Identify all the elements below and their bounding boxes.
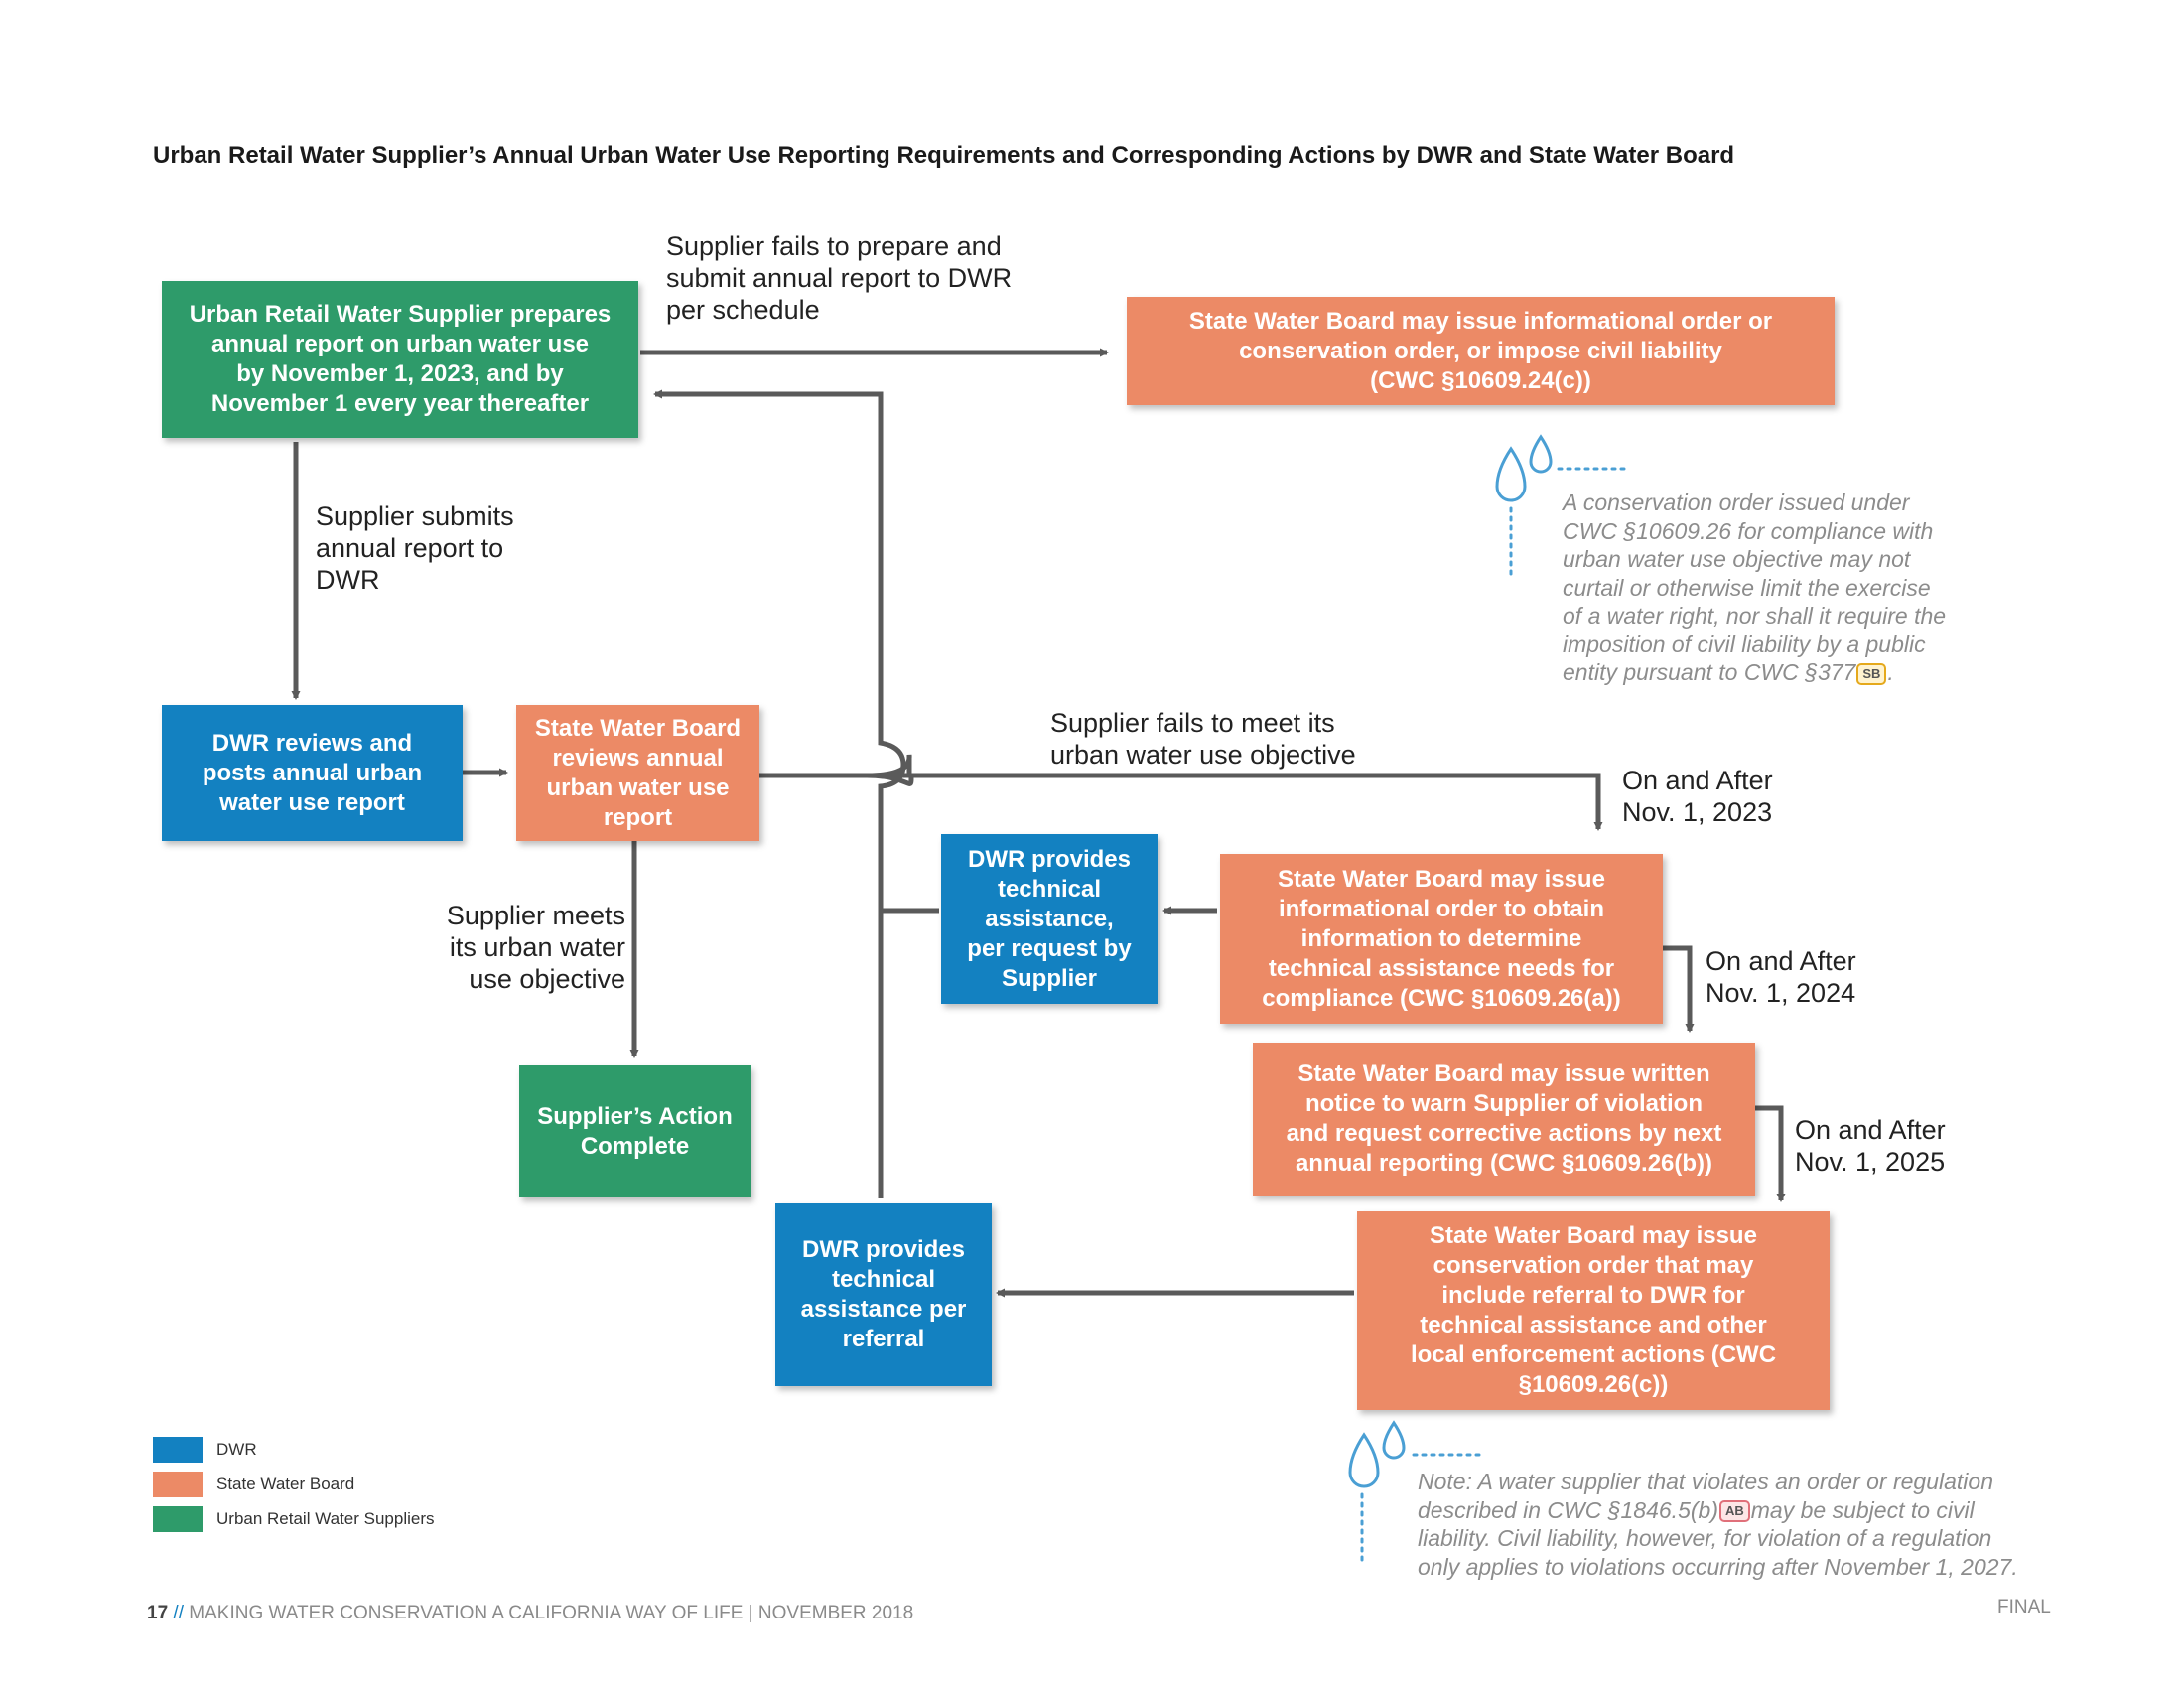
footer-date: NOVEMBER 2018 [757, 1603, 914, 1623]
legend-swatch-dwr [153, 1437, 203, 1463]
footer-pipe: | [748, 1603, 753, 1623]
legend-label-swb: State Water Board [216, 1475, 355, 1493]
legend-swatch-suppliers [153, 1506, 203, 1532]
legend-swatch-swb [153, 1472, 203, 1497]
arrow-2024 [1658, 945, 1695, 1033]
footer-separator: // [173, 1603, 184, 1623]
assembly-bill-badge: AB [1718, 1500, 1750, 1523]
water-drop-icon [1348, 434, 1553, 1488]
arrow-fails-meet [757, 754, 1598, 829]
page-number: 17 [147, 1603, 169, 1623]
footer: 17 // MAKING WATER CONSERVATION A CALIFO… [147, 1603, 913, 1624]
note-conservation-order: A conservation order issued under CWC §1… [1563, 490, 1947, 685]
page-title: Urban Retail Water Supplier’s Annual Urb… [153, 142, 1735, 169]
legend-label-suppliers: Urban Retail Water Suppliers [216, 1509, 435, 1528]
final-label: FINAL [1997, 1597, 2051, 1618]
legend-label-dwr: DWR [216, 1440, 257, 1459]
feedback-line [653, 389, 906, 1198]
footer-doc-title: MAKING WATER CONSERVATION A CALIFORNIA W… [189, 1603, 744, 1623]
box-swb-informational-or-conservation: State Water Board may issue informationa… [1127, 297, 1835, 405]
senate-bill-badge: SB [1856, 662, 1887, 685]
arrow-2025 [1754, 1105, 1786, 1202]
note-civil-liability: Note: A water supplier that violates an … [1418, 1469, 2018, 1580]
